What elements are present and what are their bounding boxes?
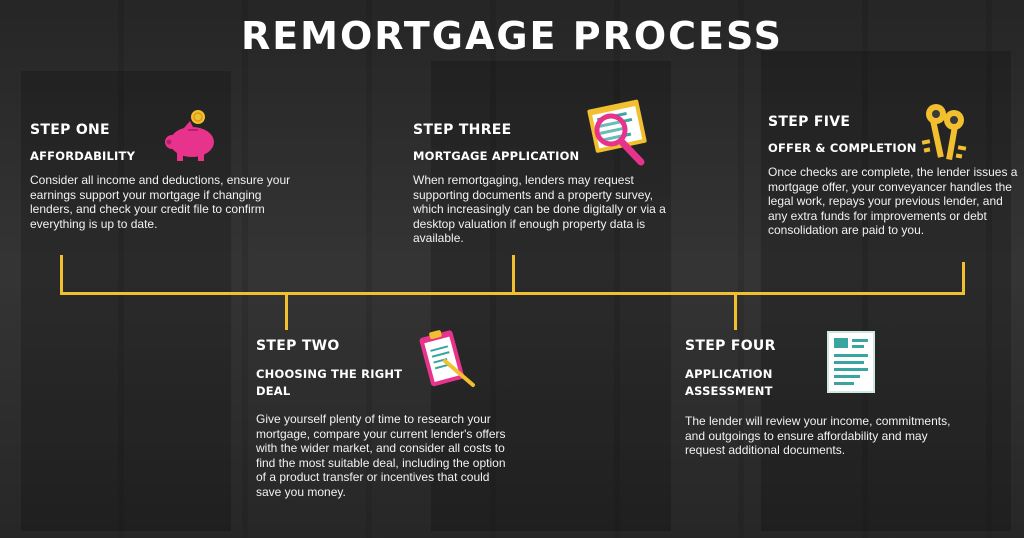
background-house — [760, 50, 1012, 532]
document-icon — [826, 330, 878, 396]
step-one: STEP ONE AFFORDABILITY Consider all inco… — [30, 122, 300, 231]
step-two: STEP TWO CHOOSING THE RIGHT DEAL Give yo… — [256, 338, 511, 500]
step-heading: APPLICATION ASSESSMENT — [685, 367, 773, 398]
step-body: The lender will review your income, comm… — [685, 414, 951, 458]
step-three: STEP THREE MORTGAGE APPLICATION When rem… — [413, 122, 683, 246]
step-heading: CHOOSING THE RIGHT DEAL — [256, 367, 403, 398]
step-body: Once checks are complete, the lender iss… — [768, 165, 1018, 238]
step-label: STEP TWO — [256, 338, 340, 354]
step-body: Consider all income and deductions, ensu… — [30, 173, 291, 231]
step-label: STEP FOUR — [685, 338, 776, 354]
step-label: STEP ONE — [30, 122, 110, 138]
timeline-connector-step-two — [285, 292, 288, 330]
piggy-bank-icon — [160, 108, 222, 164]
page-title: REMORTGAGE PROCESS — [240, 14, 784, 58]
step-four: STEP FOUR APPLICATION ASSESSMENT The len… — [685, 338, 955, 458]
step-heading: AFFORDABILITY — [30, 149, 136, 163]
step-body: When remortgaging, lenders may request s… — [413, 173, 666, 246]
step-heading: OFFER & COMPLETION — [768, 141, 917, 155]
step-heading: MORTGAGE APPLICATION — [413, 149, 580, 163]
step-five: STEP FIVE OFFER & COMPLETION Once checks… — [768, 114, 1018, 238]
keys-icon — [918, 100, 974, 162]
step-label: STEP THREE — [413, 122, 512, 138]
timeline-connector-step-four — [734, 292, 737, 330]
step-body: Give yourself plenty of time to research… — [256, 412, 506, 499]
timeline-connector-step-five — [962, 262, 965, 294]
timeline-connector-step-one — [60, 255, 63, 294]
timeline-connector-step-three — [512, 255, 515, 294]
step-label: STEP FIVE — [768, 114, 851, 130]
clipboard-icon — [415, 325, 477, 393]
magnifier-icon — [585, 96, 651, 168]
